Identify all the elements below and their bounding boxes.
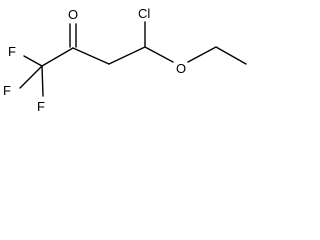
atom-o-carbonyl: O [68, 7, 78, 22]
atom-f-left: F [3, 83, 11, 98]
atom-cl: Cl [138, 6, 150, 21]
chemical-structure: F F F O Cl O [3, 6, 247, 114]
bond-c1-f-left [19, 65, 43, 89]
bond-c4-o-ether [144, 46, 174, 63]
bond-ch2-ch3 [215, 46, 247, 65]
bond-c1-f-top [23, 55, 43, 67]
bond-c1-c2 [41, 47, 74, 67]
bond-c3-c4 [108, 46, 146, 65]
bond-c2-c3 [72, 47, 110, 65]
bond-o-ch2 [187, 46, 217, 63]
bond-c1-f-bottom [41, 65, 44, 97]
atom-f-top: F [8, 44, 16, 59]
atom-f-bottom: F [37, 99, 45, 114]
atom-o-ether: O [176, 61, 186, 76]
